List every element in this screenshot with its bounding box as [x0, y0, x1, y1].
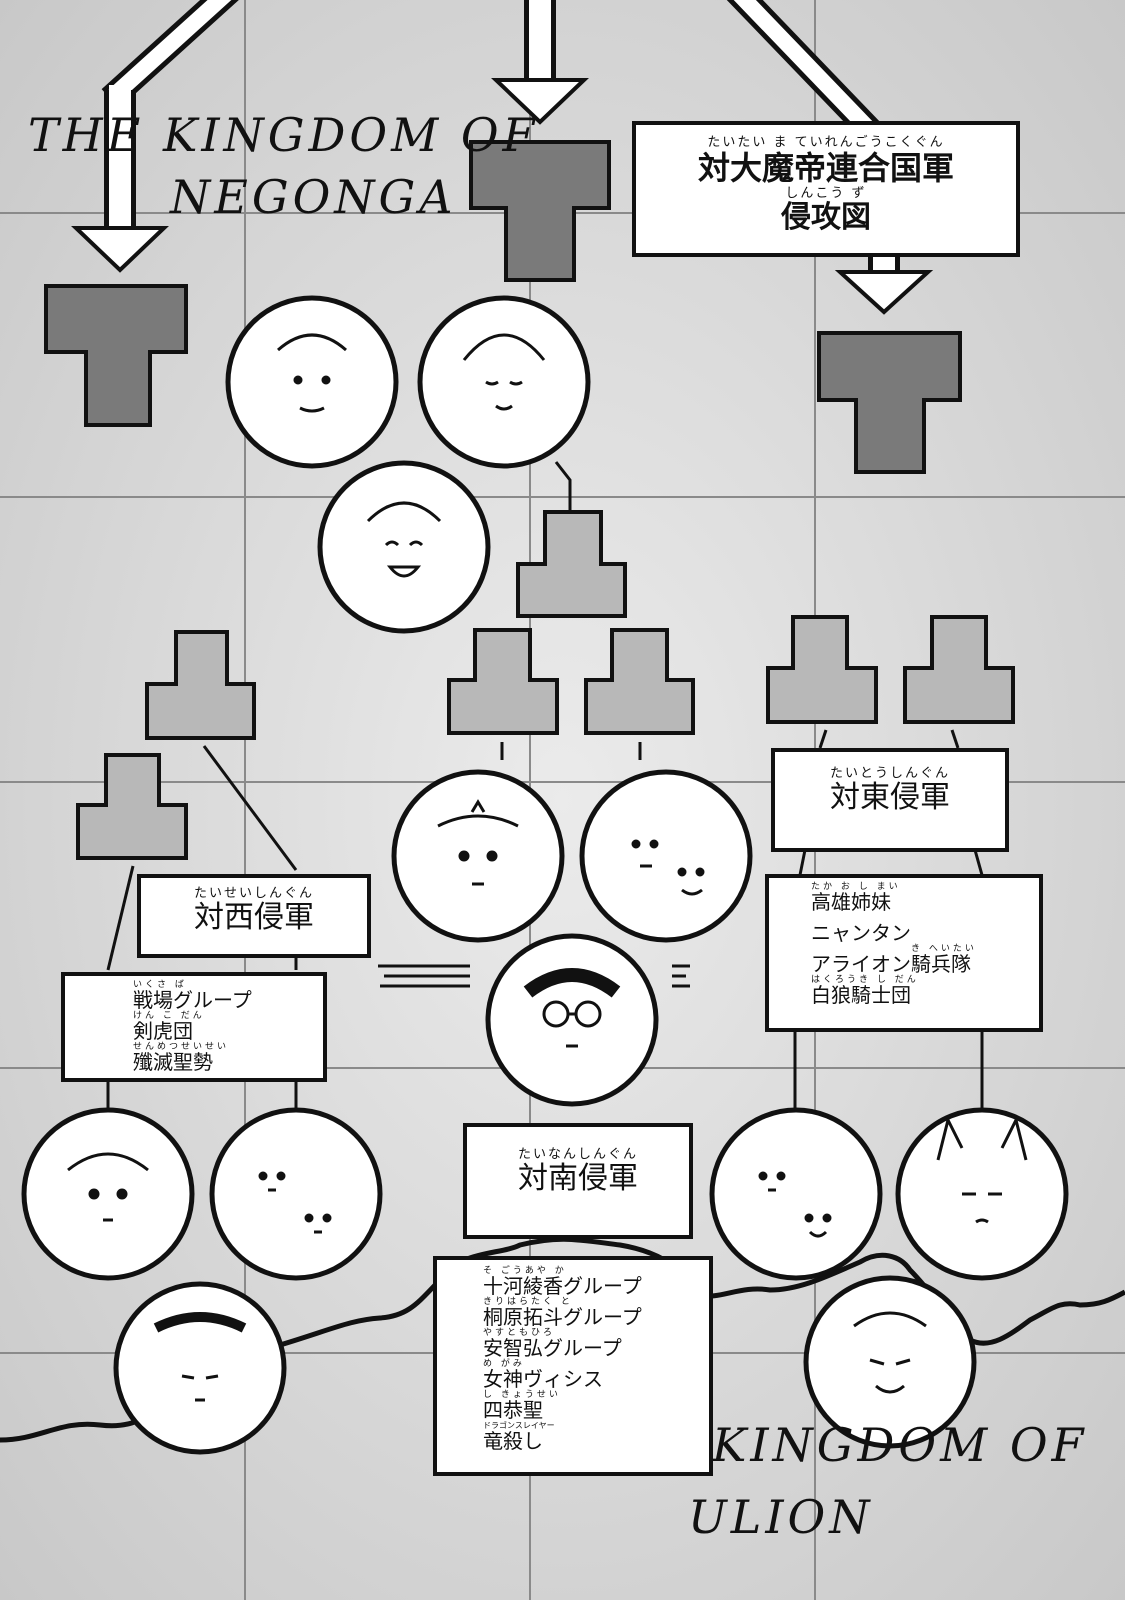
piece-light-east-left	[766, 615, 878, 724]
south-unit-2: きりはらたく と桐原拓斗グループ	[483, 1297, 642, 1329]
map-subtitle: 侵攻図	[781, 200, 871, 235]
piece-light-west-bottom	[76, 753, 188, 860]
south-unit-1: そ ごうあや か十河綾香グループ	[483, 1266, 642, 1298]
portrait-crowned-queen	[391, 769, 565, 943]
west-army-ruby: たいせいしんぐん	[193, 886, 314, 901]
piece-light-east-right	[903, 615, 1015, 724]
piece-dark-north	[469, 140, 611, 282]
arrow-north	[491, 0, 589, 125]
map-title-box: たいたい ま ていれんごうこくぐん 対大魔帝連合国軍 しんこう ず 侵攻図	[632, 121, 1020, 257]
portrait-holy-knight	[113, 1281, 287, 1455]
portrait-west-girls	[209, 1107, 383, 1281]
west-army-roster: いくさ ば戦場グループ けん こ だん剣虎団 せんめつせいせい殲滅聖勢	[61, 972, 327, 1082]
portrait-cat-girl	[895, 1107, 1069, 1281]
east-army-header: たいとうしんぐん 対東侵軍	[771, 748, 1009, 852]
piece-dark-west	[44, 284, 188, 427]
region-name-south-line1: KINGDOM OF	[712, 1418, 1088, 1472]
portrait-west-leader	[21, 1107, 195, 1281]
scribble-marks	[378, 964, 690, 988]
map-title-ruby: たいたい ま ていれんごうこくぐん	[707, 135, 945, 150]
south-army-header: たいなんしんぐん 対南侵軍	[463, 1123, 693, 1239]
west-unit-3: せんめつせいせい殲滅聖勢	[133, 1042, 230, 1074]
east-unit-3: き へいたいアライオン騎兵隊	[811, 944, 977, 976]
east-army-label: 対東侵軍	[830, 780, 950, 815]
portrait-smiling-youth	[317, 460, 491, 634]
map-subtitle-ruby: しんこう ず	[785, 186, 867, 201]
portrait-sisters	[709, 1107, 883, 1281]
piece-light-center	[516, 510, 627, 618]
portrait-glasses-hero	[485, 933, 659, 1107]
region-name-northwest-line1: THE KINGDOM OF	[28, 108, 539, 162]
region-name-northwest-line2: NEGONGA	[170, 170, 457, 224]
piece-light-west-top	[145, 630, 256, 740]
south-army-label: 対南侵軍	[518, 1161, 638, 1196]
portrait-wolf-captain	[803, 1275, 977, 1449]
portraits	[21, 295, 1069, 1455]
piece-light-center-left	[447, 628, 559, 735]
connector-lines	[106, 461, 984, 1108]
south-unit-5: し きょうせい四恭聖	[483, 1390, 561, 1422]
east-army-roster: たか お し まい高雄姉妹 ニャンタン き へいたいアライオン騎兵隊 はくろうき…	[765, 874, 1043, 1032]
map-title: 対大魔帝連合国軍	[697, 149, 954, 187]
west-unit-2: けん こ だん剣虎団	[133, 1011, 205, 1043]
piece-light-center-right	[584, 628, 695, 735]
east-unit-2: ニャンタン	[811, 921, 911, 945]
east-unit-1: たか お し まい高雄姉妹	[811, 882, 901, 914]
east-unit-4: はくろうき し だん白狼騎士団	[811, 975, 919, 1007]
south-unit-6: ドラゴンスレイヤー竜殺し	[483, 1421, 555, 1453]
portrait-faces	[67, 333, 1028, 1402]
west-army-label: 対西侵軍	[194, 900, 314, 935]
west-army-header: たいせいしんぐん 対西侵軍	[137, 874, 371, 958]
south-unit-4: め がみ女神ヴィシス	[483, 1359, 603, 1391]
east-army-ruby: たいとうしんぐん	[829, 766, 950, 781]
portrait-commander	[225, 295, 399, 469]
south-army-roster: そ ごうあや か十河綾香グループ きりはらたく と桐原拓斗グループ やすともひろ…	[433, 1256, 713, 1476]
piece-dark-east	[817, 331, 962, 474]
west-unit-1: いくさ ば戦場グループ	[133, 980, 252, 1012]
arrow-northwest	[71, 0, 239, 273]
portrait-priestess	[417, 295, 591, 469]
region-name-south-line2: ULION	[688, 1490, 874, 1544]
portrait-two-knights	[579, 769, 753, 943]
south-army-ruby: たいなんしんぐん	[517, 1147, 638, 1162]
south-unit-3: やすともひろ安智弘グループ	[483, 1328, 622, 1360]
